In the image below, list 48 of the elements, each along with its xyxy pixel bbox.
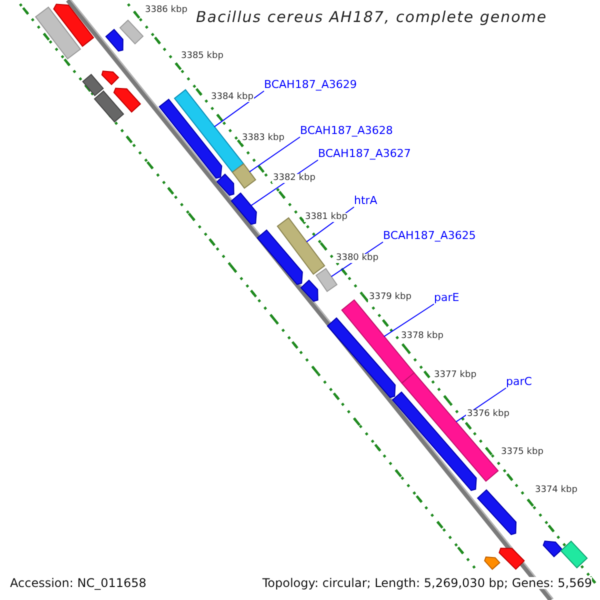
scale-label: 3382 kbp xyxy=(272,174,316,183)
gene-block xyxy=(300,280,318,302)
gene-label: BCAH187_A3627 xyxy=(318,148,411,159)
gene-block xyxy=(542,540,563,558)
gene-block xyxy=(476,489,516,536)
gene-label: htrA xyxy=(354,195,378,206)
leader-line xyxy=(384,304,434,337)
gene-block xyxy=(498,548,525,570)
map-title: Bacillus cereus AH187, complete genome xyxy=(196,10,548,25)
scale-label: 3378 kbp xyxy=(400,332,444,341)
gene-label: BCAH187_A3629 xyxy=(264,79,357,90)
scale-label: 3386 kbp xyxy=(144,6,188,15)
gene-label: BCAH187_A3628 xyxy=(300,125,393,136)
gene-block xyxy=(484,556,500,570)
scale-label: 3380 kbp xyxy=(335,254,380,263)
scale-label: 3385 kbp xyxy=(180,52,224,61)
gene-block xyxy=(158,98,222,179)
leader-line xyxy=(456,388,506,422)
gene-bar xyxy=(82,74,104,96)
gene-block xyxy=(326,317,396,398)
gene-block xyxy=(216,174,234,196)
scale-label: 3375 kbp xyxy=(500,448,544,457)
gene-bar xyxy=(34,6,82,60)
scale-label: 3377 kbp xyxy=(433,371,478,380)
gene-label: parE xyxy=(434,292,460,303)
gene-label: BCAH187_A3625 xyxy=(383,230,476,241)
leader-line xyxy=(214,90,264,128)
gene-block xyxy=(113,88,142,113)
accession-text: Accession: NC_011658 xyxy=(10,577,146,589)
leader-line xyxy=(249,136,300,172)
gene-block xyxy=(256,229,303,285)
gene-block xyxy=(53,4,94,47)
gene-bar xyxy=(232,163,256,189)
scale-label: 3374 kbp xyxy=(534,486,578,495)
gene-bar xyxy=(315,268,338,292)
gene-bar xyxy=(560,540,588,568)
topology-text: Topology: circular; Length: 5,269,030 bp; Genes: 5,569 xyxy=(262,577,592,589)
gene-block xyxy=(230,192,257,225)
scale-label: 3384 kbp xyxy=(210,93,254,102)
gene-bar xyxy=(119,20,144,44)
gene-block xyxy=(105,28,124,52)
gene-label: parC xyxy=(506,376,532,387)
gene-bar xyxy=(94,90,124,123)
scale-label: 3381 kbp xyxy=(304,213,348,222)
scale-label: 3376 kbp xyxy=(466,410,510,419)
gene-block xyxy=(101,70,120,86)
scale-label: 3379 kbp xyxy=(368,293,412,302)
scale-label: 3383 kbp xyxy=(241,134,286,143)
